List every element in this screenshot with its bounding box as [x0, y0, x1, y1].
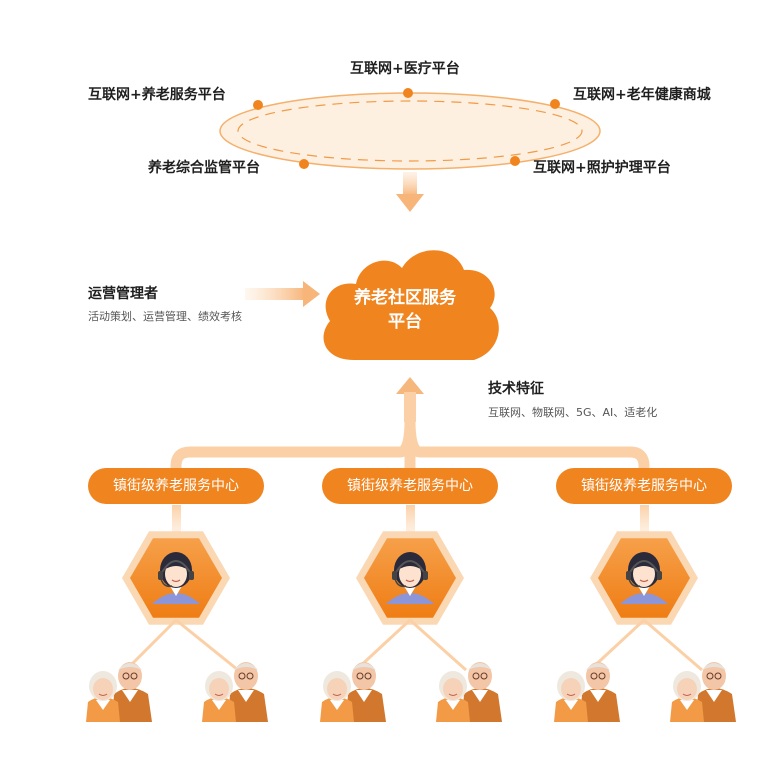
platform-label-top: 互联网+医疗平台 [350, 61, 460, 77]
elderly-couple-6 [670, 662, 736, 722]
elderly-couple-1 [86, 662, 152, 722]
arrow-down-ring-to-cloud [396, 172, 424, 212]
elderly-couple-4 [436, 662, 502, 722]
elderly-couple-5 [554, 662, 620, 722]
branch-connector [170, 377, 650, 470]
node-dot-left [253, 100, 263, 110]
central-platform-title: 养老社区服务 平台 [325, 286, 485, 334]
cloud-shape [323, 250, 499, 360]
node-dot-bottom-left [299, 159, 309, 169]
center-pill-1: 镇街级养老服务中心 [88, 468, 264, 504]
tech-subtitle: 互联网、物联网、5G、AI、适老化 [488, 406, 658, 419]
connector-center-2 [406, 505, 415, 537]
elderly-branches [124, 618, 703, 672]
platform-label-left: 互联网+养老服务平台 [88, 87, 226, 103]
node-dot-bottom-right [510, 156, 520, 166]
platform-label-bottom-left: 养老综合监管平台 [148, 160, 260, 176]
service-center-hexagon-3 [590, 531, 698, 625]
node-dot-right [550, 99, 560, 109]
center-pill-3: 镇街级养老服务中心 [556, 468, 732, 504]
platform-label-bottom-right: 互联网+照护护理平台 [533, 160, 671, 176]
platform-ring [219, 88, 601, 170]
service-center-hexagon-1 [122, 531, 230, 625]
operator-subtitle: 活动策划、运营管理、绩效考核 [88, 310, 242, 323]
elderly-couple-2 [202, 662, 268, 722]
elderly-couple-3 [320, 662, 386, 722]
tech-title: 技术特征 [488, 381, 544, 397]
connector-center-1 [172, 505, 181, 537]
node-dot-top [403, 88, 413, 98]
connector-center-3 [640, 505, 649, 537]
service-center-hexagon-2 [356, 531, 464, 625]
central-platform-line1: 养老社区服务 [354, 288, 456, 308]
center-pill-2: 镇街级养老服务中心 [322, 468, 498, 504]
arrow-operator-to-cloud [245, 281, 320, 307]
platform-label-right: 互联网+老年健康商城 [573, 87, 711, 103]
operator-title: 运营管理者 [88, 286, 158, 302]
central-platform-line2: 平台 [388, 312, 422, 332]
